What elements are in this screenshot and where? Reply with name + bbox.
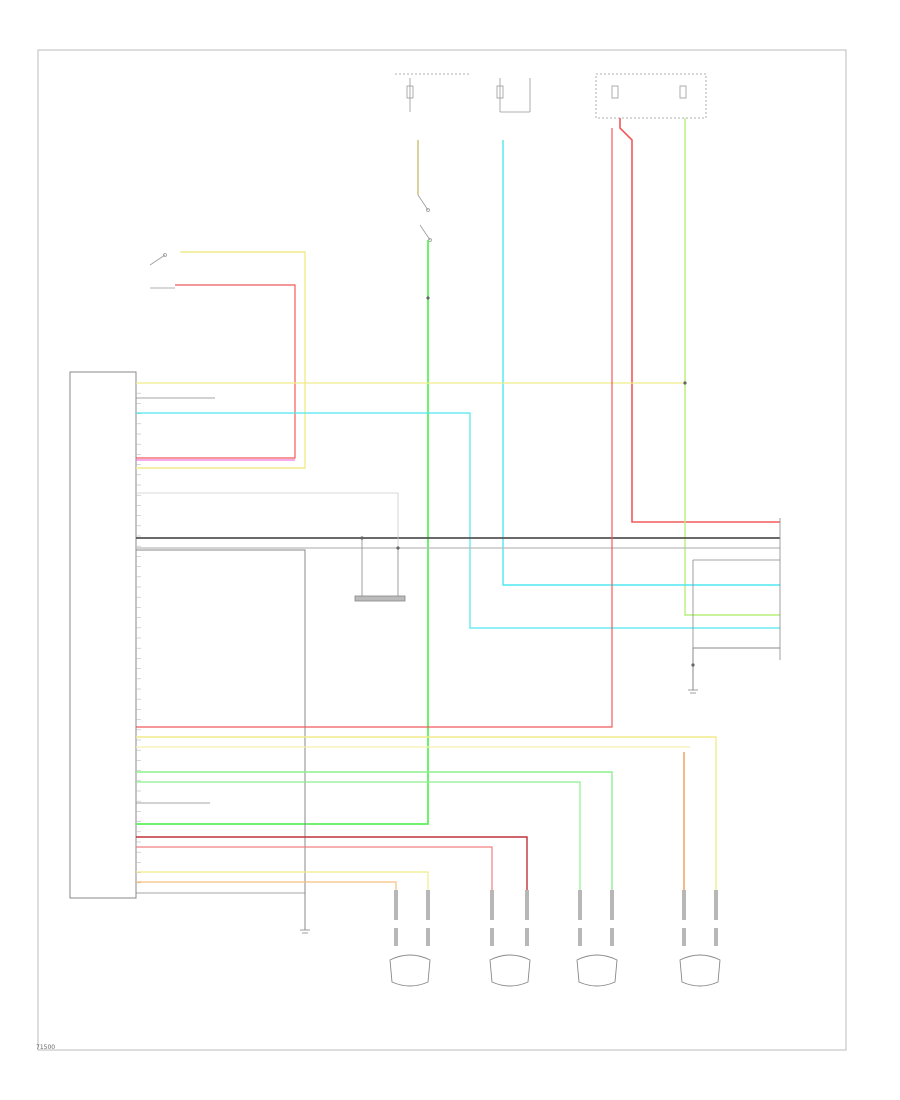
sensor-connector-pin — [714, 890, 718, 920]
sensor-connector-pin — [394, 928, 398, 946]
sensor-connector-pin — [490, 890, 494, 920]
wire-gray-ground — [136, 549, 306, 930]
sensor-connector-pin — [682, 890, 686, 920]
wire-red-lower — [136, 128, 613, 728]
wire-darkred-lower — [136, 836, 528, 890]
figure-code: 71500 — [36, 1044, 56, 1051]
sensor-connector-pin — [426, 928, 430, 946]
wire-cyan-mid — [136, 412, 780, 629]
splice-points — [360, 296, 695, 667]
fuse-icon — [406, 85, 414, 99]
fuse-block-right — [595, 73, 707, 119]
wire-yellow-lower-1 — [136, 736, 717, 890]
diagram-border — [37, 49, 847, 1051]
fuse-icon — [679, 85, 687, 99]
ground-icon — [300, 929, 310, 934]
fuse-icon — [611, 85, 619, 99]
wire-yellow-bottom — [136, 871, 429, 890]
sensor-connector-pin — [525, 890, 529, 920]
wire-gray-ground-right — [692, 647, 780, 690]
switch-icon — [149, 253, 175, 289]
wire-red-power — [619, 118, 780, 523]
connector-icon — [354, 538, 406, 602]
ground-icon — [688, 689, 698, 694]
wire-cyan-top — [502, 140, 780, 586]
fuse-icon — [496, 85, 504, 99]
sensor-icon — [679, 954, 721, 987]
sensor-connector-pin — [426, 890, 430, 920]
sensor-icon — [576, 954, 618, 987]
wire-pink-park — [136, 284, 296, 459]
wire-orange-bottom — [136, 881, 397, 890]
abs-control-module — [69, 371, 137, 899]
wire-yellow-park — [136, 251, 306, 469]
wire-light-green-top — [684, 118, 780, 616]
wire-green-brake — [136, 240, 429, 825]
sensor-icon — [489, 954, 531, 987]
sensor-connector-pin — [394, 890, 398, 920]
sensor-connector-pin — [525, 928, 529, 946]
sensor-connector-pin — [578, 890, 582, 920]
wire-green-lower-1 — [136, 771, 613, 890]
wire-pink-lower — [136, 846, 493, 890]
sensor-connector-pin — [682, 928, 686, 946]
sensor-connector-pin — [610, 928, 614, 946]
fuse-block-left — [395, 73, 531, 113]
switch-icon — [417, 194, 432, 242]
sensor-connector-pin — [578, 928, 582, 946]
sensor-connector-pin — [490, 928, 494, 946]
sensor-connector-pin — [610, 890, 614, 920]
wire-gray-thin — [136, 492, 399, 548]
sensor-icon — [389, 954, 431, 987]
sensor-connector-pin — [714, 928, 718, 946]
wire-green-lower-2 — [136, 781, 581, 890]
wheel-sensor-group — [389, 890, 721, 987]
